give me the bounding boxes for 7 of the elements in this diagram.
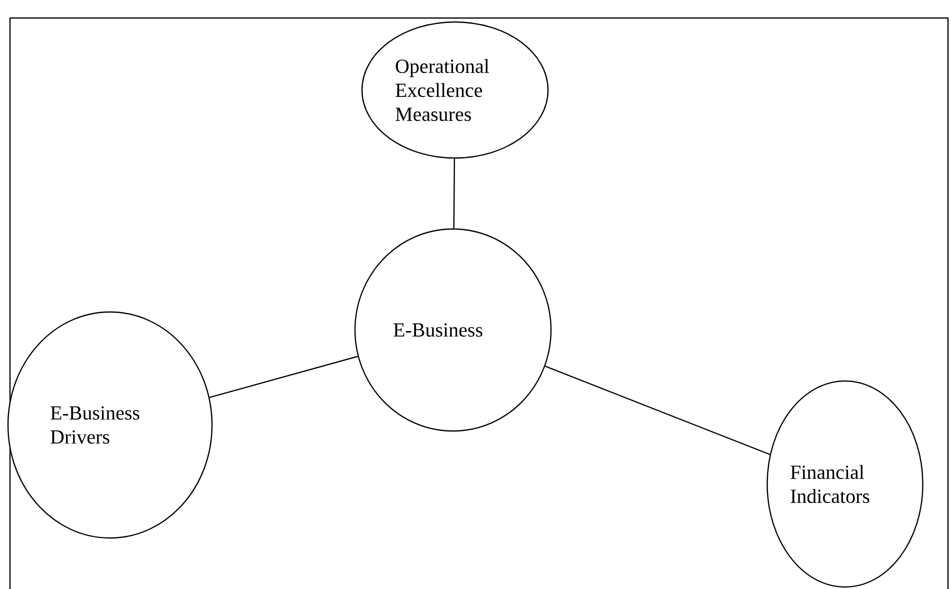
connector-line (453, 158, 456, 228)
ellipse-node: E-Business Drivers (7, 311, 213, 539)
ellipse-node: Operational Excellence Measures (361, 21, 549, 159)
connector-line (544, 366, 770, 456)
ellipse-node: Financial Indicators (766, 380, 924, 588)
connector-line (209, 356, 358, 398)
ellipse-node: E-Business (354, 228, 552, 432)
